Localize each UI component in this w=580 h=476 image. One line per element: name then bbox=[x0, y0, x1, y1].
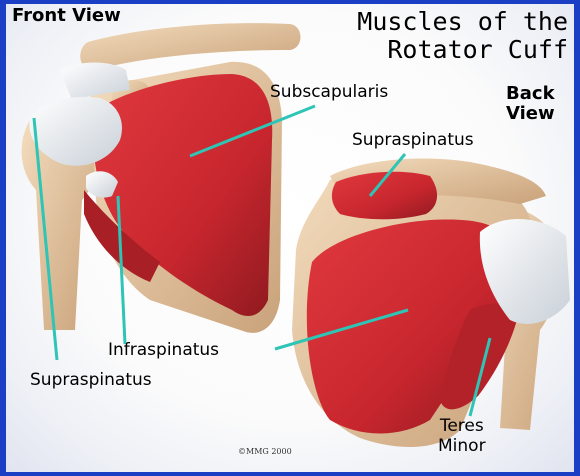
front-view-label: Front View bbox=[12, 6, 121, 26]
front-view-shoulder bbox=[22, 23, 301, 333]
teres-minor-line-1: Teres bbox=[438, 416, 486, 436]
label-infraspinatus: Infraspinatus bbox=[108, 340, 219, 360]
subscapularis-muscle bbox=[93, 74, 272, 316]
diagram-title: Muscles of the Rotator Cuff bbox=[357, 8, 568, 64]
back-view-line-2: View bbox=[506, 104, 555, 124]
title-line-2: Rotator Cuff bbox=[357, 36, 568, 64]
copyright-text: ©MMG 2000 bbox=[238, 447, 292, 456]
label-subscapularis: Subscapularis bbox=[270, 82, 388, 102]
title-line-1: Muscles of the bbox=[357, 8, 568, 36]
label-supraspinatus-back: Supraspinatus bbox=[352, 130, 474, 150]
back-view-shoulder bbox=[292, 158, 570, 447]
label-teres-minor: Teres Minor bbox=[438, 416, 486, 456]
teres-minor-line-2: Minor bbox=[438, 436, 486, 456]
label-supraspinatus-front: Supraspinatus bbox=[30, 370, 152, 390]
front-clavicle-bone bbox=[80, 23, 300, 70]
back-view-line-1: Back bbox=[506, 84, 555, 104]
back-view-label: Back View bbox=[506, 84, 555, 124]
